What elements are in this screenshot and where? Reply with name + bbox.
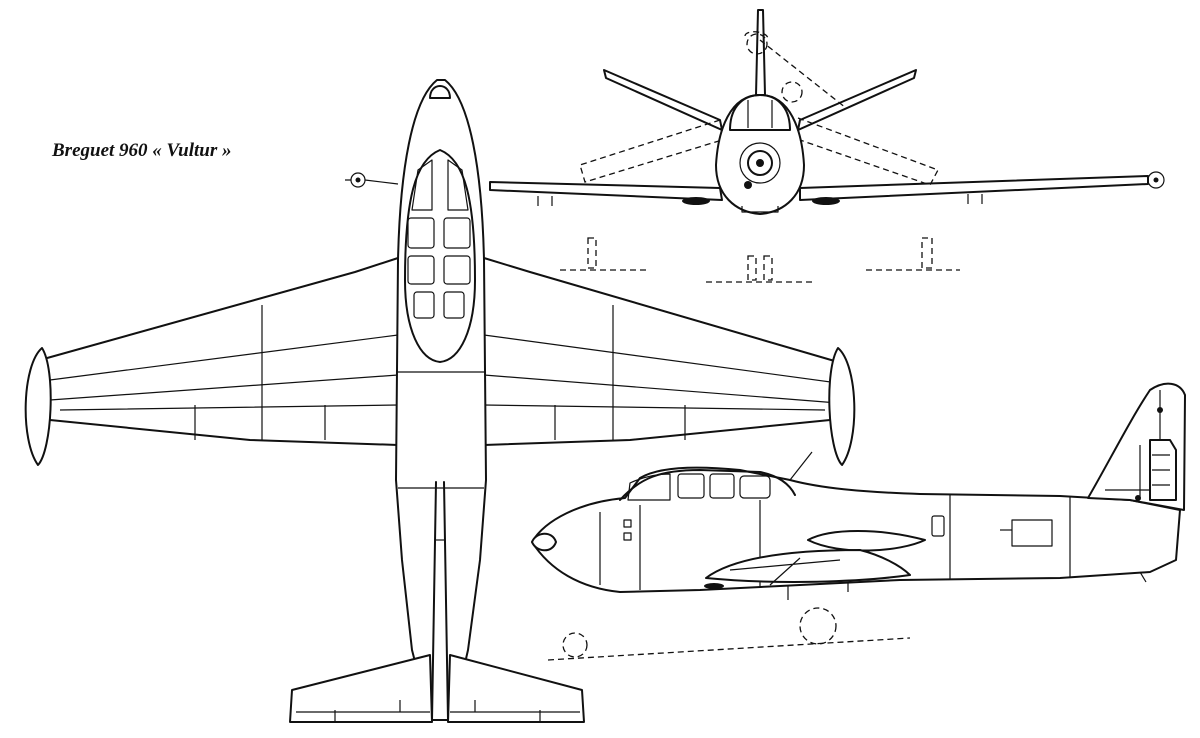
- top-view-canopy: [404, 149, 476, 363]
- top-view-right-tailplane: [447, 654, 585, 723]
- top-view-left-wing: [27, 257, 399, 446]
- top-view-left-tip-pod: [24, 347, 52, 466]
- side-view: [531, 382, 1186, 661]
- top-view-right-tip-pod: [828, 347, 856, 466]
- drawing-title: Breguet 960 « Vultur »: [52, 140, 232, 161]
- top-view-fuselage: [395, 79, 487, 721]
- top-view-left-tailplane: [289, 654, 433, 723]
- front-view-fuselage: [715, 94, 805, 215]
- side-view-fuselage: [531, 466, 1181, 593]
- top-view-right-wing: [483, 257, 851, 446]
- front-view-fin: [755, 9, 766, 96]
- side-view-canopy: [619, 469, 796, 501]
- front-view-right-wing: [799, 175, 1149, 201]
- front-view: [489, 9, 1165, 283]
- front-view-left-wing: [489, 181, 723, 201]
- top-view: [24, 79, 856, 723]
